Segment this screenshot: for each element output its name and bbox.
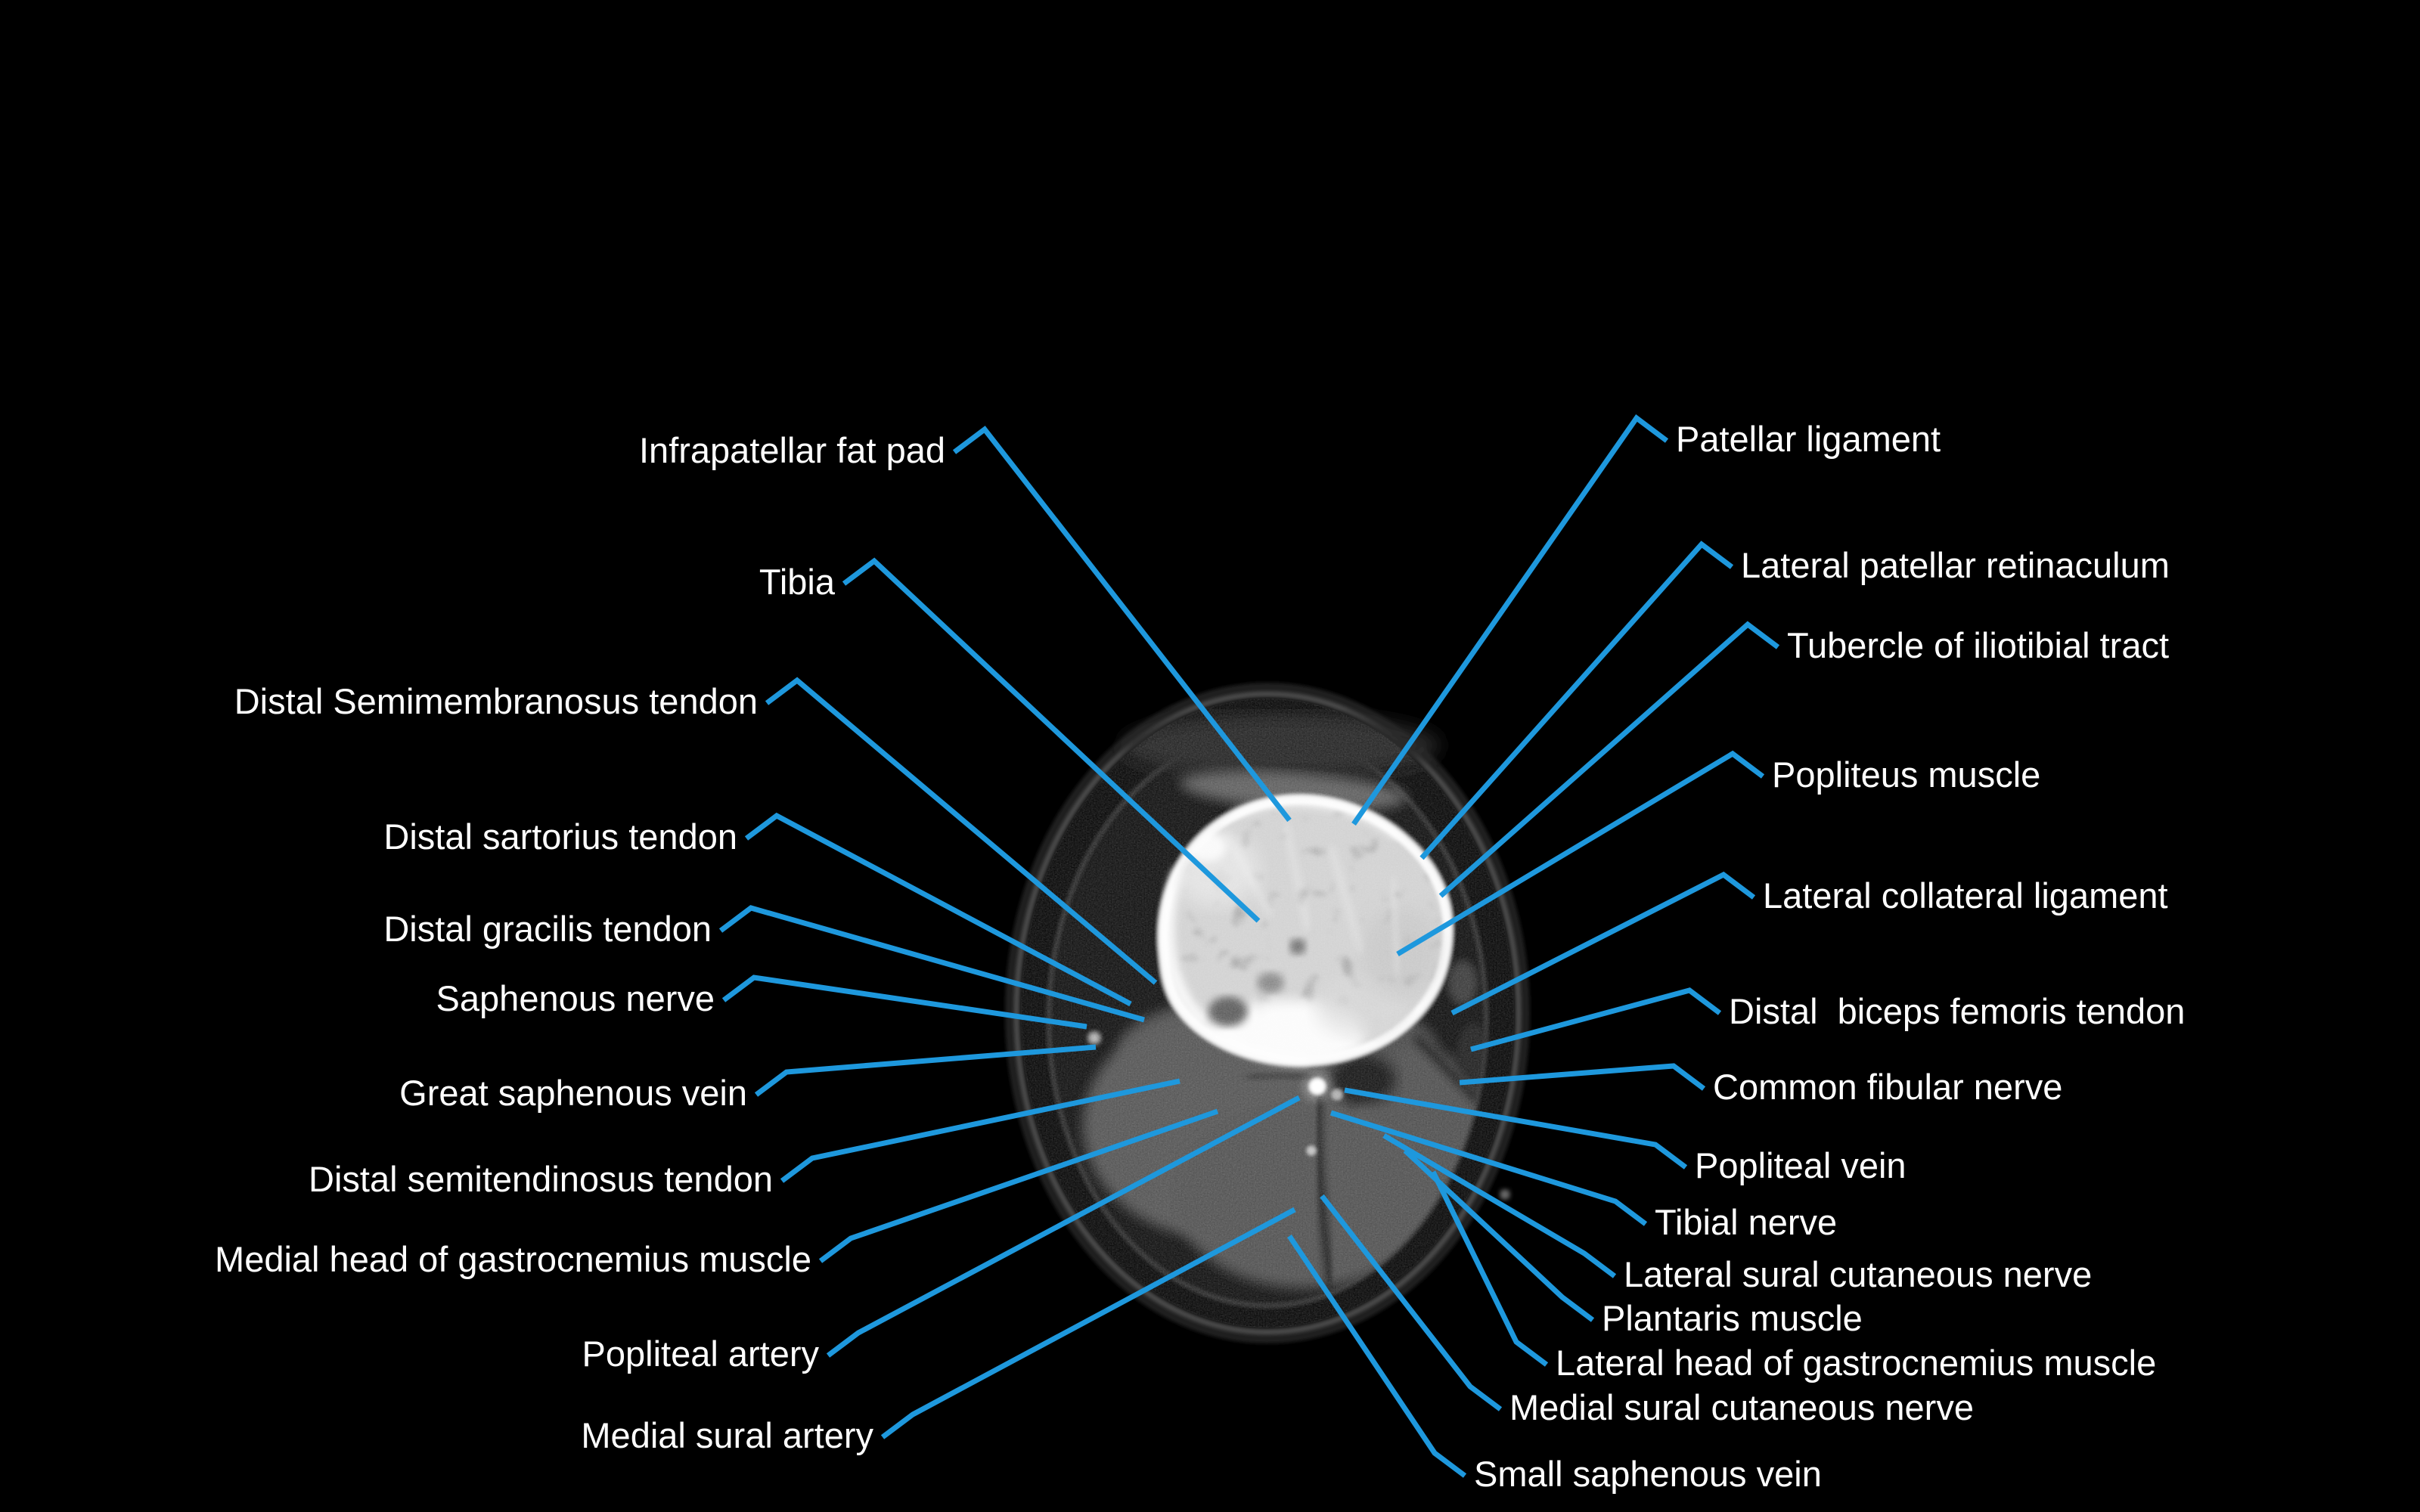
leader-medial-head-of-gastrocnemius-muscle [818, 1108, 1219, 1263]
label-popliteus-muscle: Popliteus muscle [1772, 754, 2041, 795]
label-infrapatellar-fat-pad: Infrapatellar fat pad [639, 429, 945, 470]
leader-infrapatellar-fat-pad [952, 426, 1292, 823]
label-small-saphenous-vein: Small saphenous vein [1474, 1453, 1822, 1494]
leader-medial-sural-cutaneous-nerve [1320, 1194, 1503, 1411]
label-distal-biceps-femoris-tendon: Distal biceps femoris tendon [1729, 990, 2186, 1031]
leader-common-fibular-nerve [1459, 1063, 1706, 1091]
leader-tibial-nerve [1329, 1110, 1648, 1226]
label-popliteal-vein: Popliteal vein [1695, 1145, 1907, 1185]
label-patellar-ligament: Patellar ligament [1676, 418, 1941, 459]
leader-small-saphenous-vein [1287, 1235, 1467, 1478]
leader-distal-gracilis-tendon [718, 905, 1145, 1023]
label-distal-sartorius-tendon: Distal sartorius tendon [383, 816, 737, 857]
leader-great-saphenous-vein [754, 1044, 1097, 1097]
leader-patellar-ligament [1351, 414, 1669, 826]
leader-lateral-collateral-ligament [1450, 871, 1756, 1016]
label-tibia: Tibia [759, 561, 835, 602]
label-lateral-patellar-retinaculum: Lateral patellar retinaculum [1741, 544, 2170, 585]
label-distal-semitendinosus-tendon: Distal semitendinosus tendon [309, 1158, 773, 1199]
leader-lateral-head-of-gastrocnemius-muscle [1430, 1170, 1549, 1367]
label-lateral-collateral-ligament: Lateral collateral ligament [1763, 875, 2168, 916]
leader-distal-semimembranosus-tendon [765, 677, 1158, 985]
label-medial-head-of-gastrocnemius-muscle: Medial head of gastrocnemius muscle [215, 1238, 811, 1279]
leader-distal-sartorius-tendon [744, 812, 1132, 1007]
label-distal-semimembranosus-tendon: Distal Semimembranosus tendon [234, 680, 758, 721]
leader-popliteus-muscle [1396, 750, 1765, 957]
label-lateral-head-of-gastrocnemius-muscle: Lateral head of gastrocnemius muscle [1556, 1342, 2157, 1383]
leader-distal-biceps-femoris-tendon [1470, 987, 1722, 1052]
leader-popliteal-artery [826, 1095, 1301, 1358]
leader-distal-semitendinosus-tendon [780, 1078, 1181, 1183]
label-great-saphenous-vein: Great saphenous vein [399, 1072, 747, 1113]
leader-tubercle-of-iliotibial-tract [1438, 621, 1780, 898]
label-plantaris-muscle: Plantaris muscle [1602, 1297, 1863, 1338]
label-tubercle-of-iliotibial-tract: Tubercle of iliotibial tract [1787, 624, 2170, 665]
leader-plantaris-muscle [1403, 1148, 1595, 1322]
label-lateral-sural-cutaneous-nerve: Lateral sural cutaneous nerve [1624, 1253, 2093, 1294]
label-tibial-nerve: Tibial nerve [1655, 1201, 1838, 1242]
leader-medial-sural-artery [880, 1207, 1296, 1439]
leader-saphenous-nerve [721, 974, 1087, 1030]
label-common-fibular-nerve: Common fibular nerve [1713, 1066, 2063, 1107]
label-saphenous-nerve: Saphenous nerve [436, 978, 715, 1018]
label-medial-sural-artery: Medial sural artery [581, 1414, 873, 1455]
leader-lateral-patellar-retinaculum [1419, 541, 1734, 860]
leader-tibia [842, 557, 1261, 923]
leader-popliteal-vein [1344, 1087, 1688, 1170]
label-popliteal-artery: Popliteal artery [582, 1333, 820, 1374]
label-distal-gracilis-tendon: Distal gracilis tendon [383, 908, 712, 949]
leader-lateral-sural-cutaneous-nerve [1382, 1132, 1617, 1278]
label-medial-sural-cutaneous-nerve: Medial sural cutaneous nerve [1509, 1387, 1974, 1427]
small-saphenous-vein-dot [1500, 1189, 1510, 1200]
